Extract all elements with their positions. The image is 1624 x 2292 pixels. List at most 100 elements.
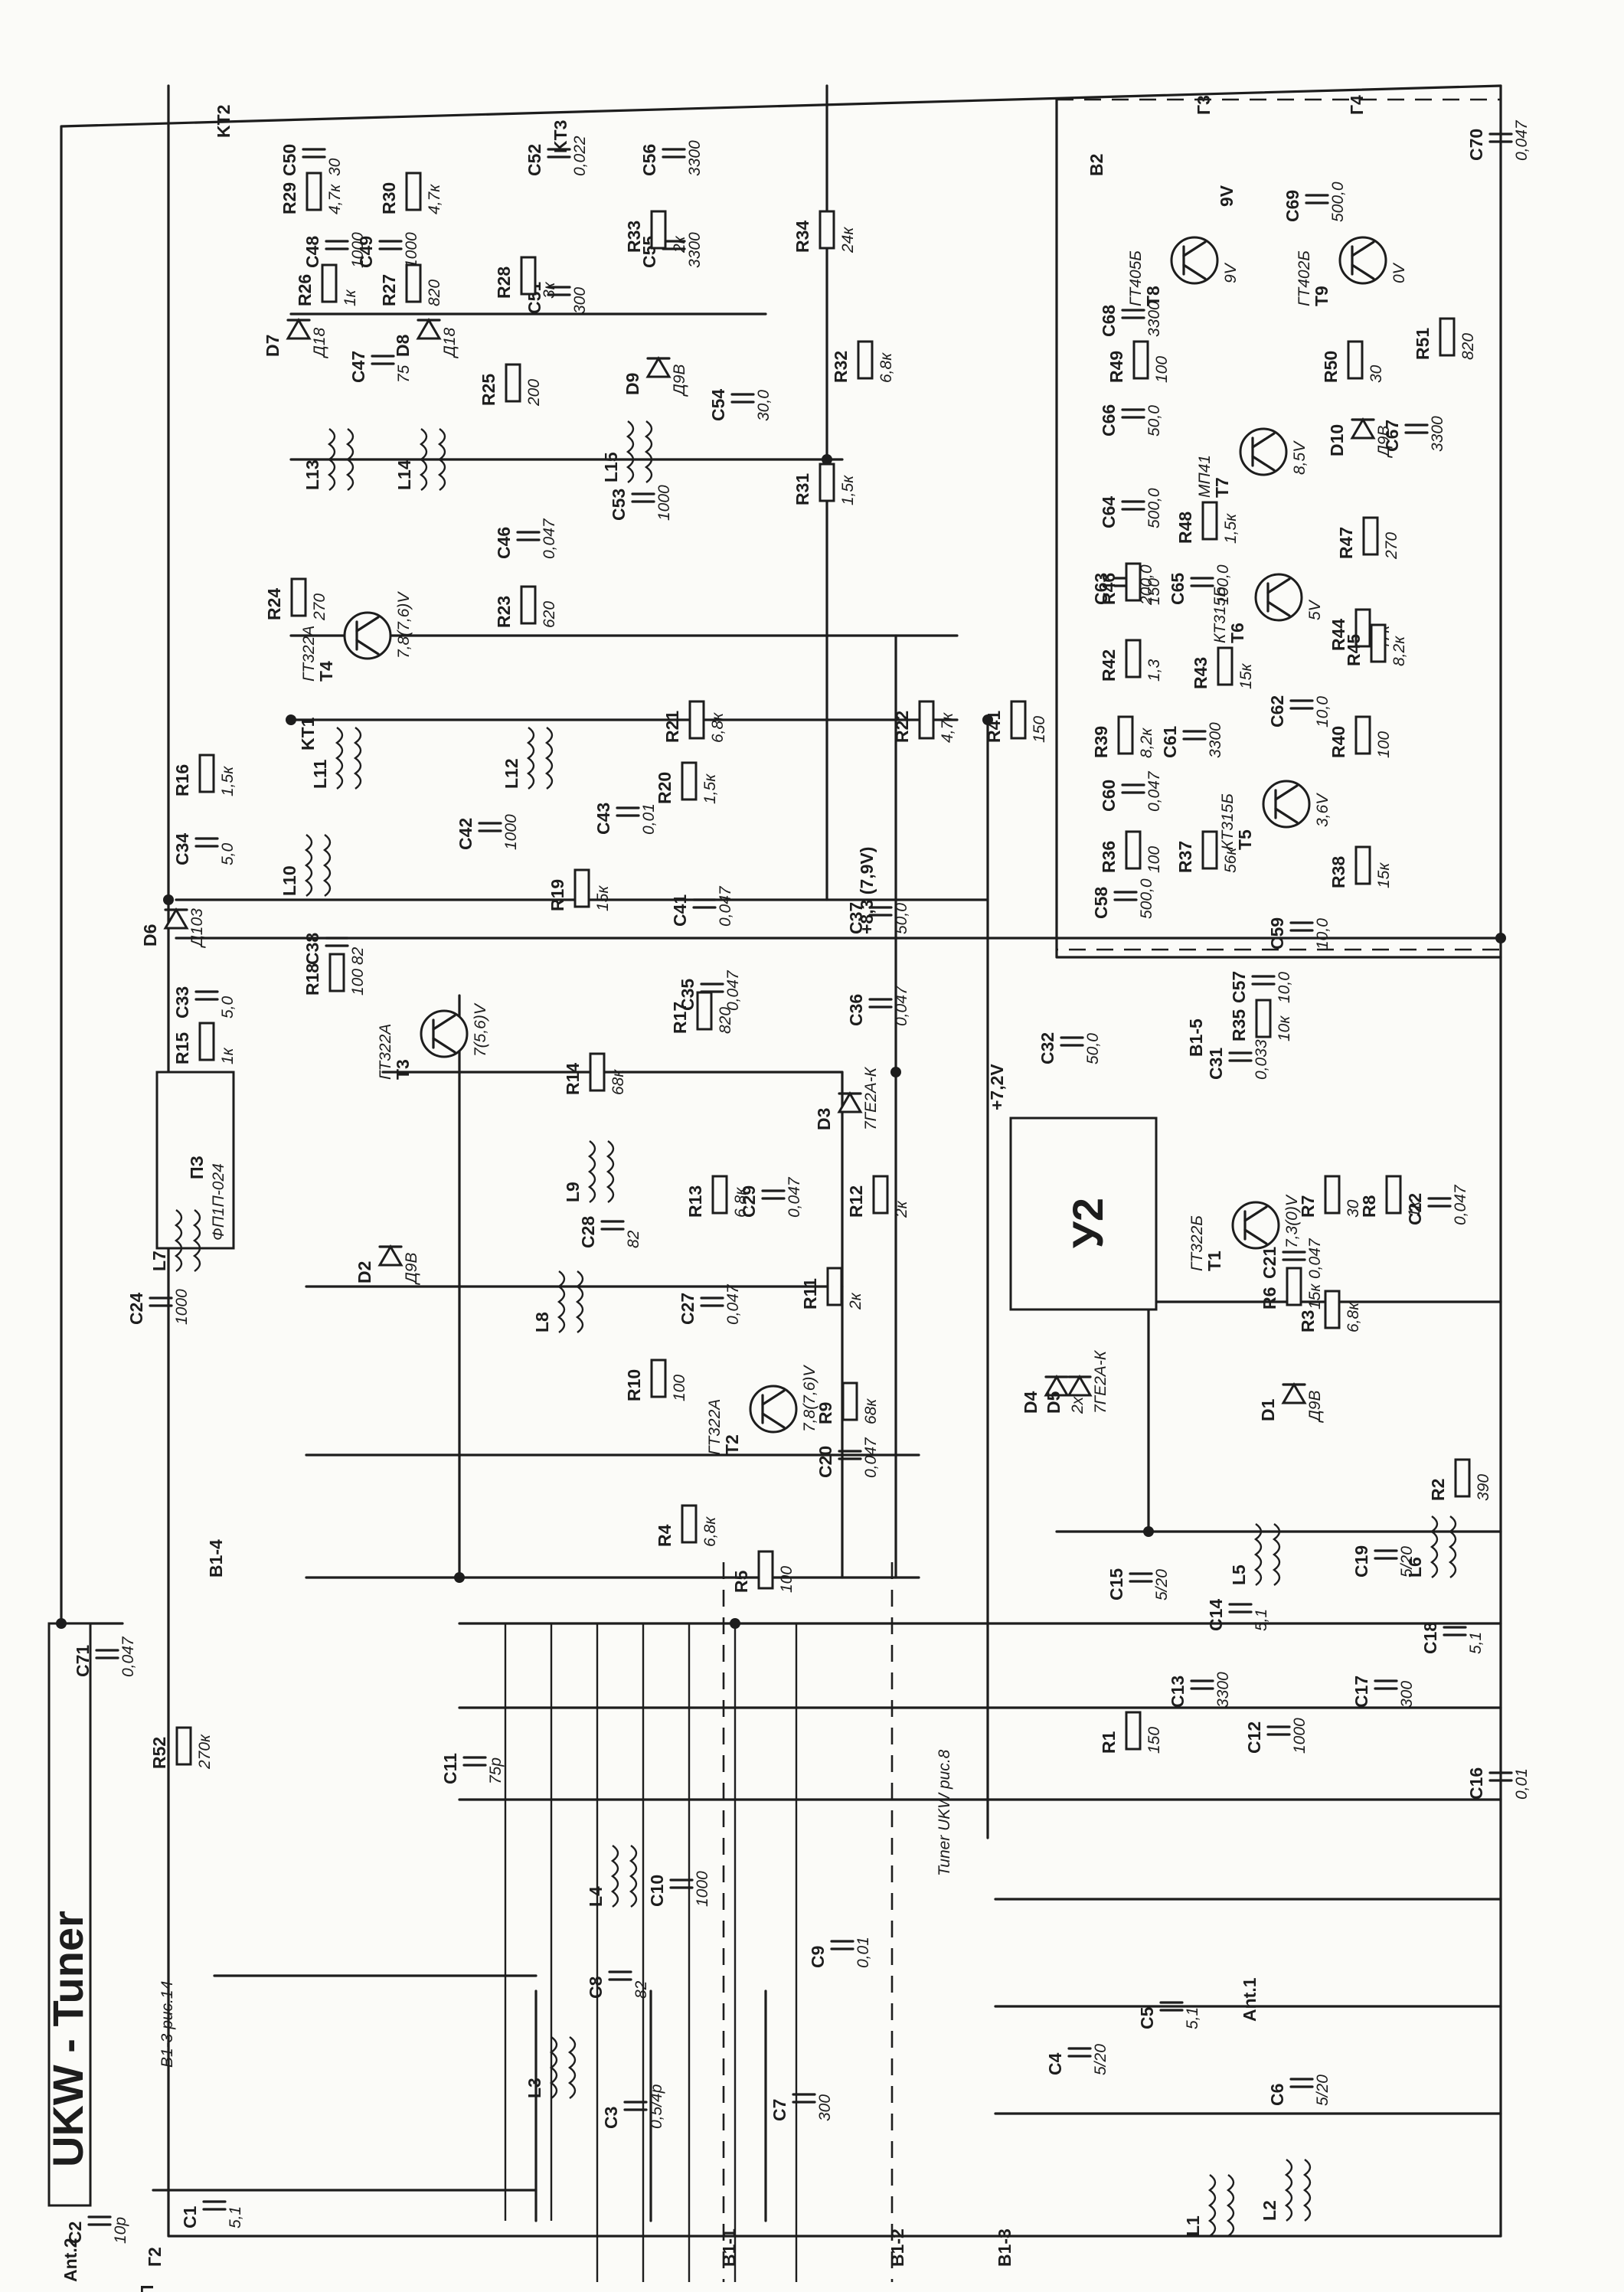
component-value: 4,7к: [326, 184, 344, 214]
component-ref: R51: [1413, 328, 1433, 360]
component-value: 0,047: [119, 1636, 137, 1677]
component-value: 6,8к: [732, 1187, 750, 1218]
component-ref: R28: [494, 266, 514, 299]
component-value: 50,0: [1084, 1033, 1102, 1064]
component-value: 1,5к: [219, 766, 237, 796]
component-ref: C1: [180, 2205, 200, 2228]
transistor-type: МП41: [1196, 455, 1214, 498]
component-value: 0,01: [1513, 1768, 1531, 1800]
diode-ref: D10: [1327, 424, 1347, 456]
component-ref: C61: [1160, 726, 1180, 758]
transistor-type: ГТ322А: [300, 626, 318, 682]
inductor-ref: L14: [394, 459, 414, 490]
transistor-type: КТ315Б: [1219, 793, 1237, 850]
component-value: 5/20: [1398, 1546, 1416, 1578]
diode-type: Д18: [311, 328, 328, 358]
component-ref: R52: [149, 1737, 169, 1769]
inductor: L4: [586, 1845, 638, 1908]
component-value: 30: [1345, 1199, 1362, 1218]
component-value: 150: [1145, 1727, 1163, 1754]
dashed-enclosures: [722, 98, 1502, 2282]
component-ref: C32: [1037, 1032, 1057, 1064]
component-ref: C13: [1168, 1676, 1188, 1708]
component-ref: C33: [172, 986, 192, 1018]
transistor-type: ГТ322А: [706, 1399, 724, 1455]
component-value: 1,5к: [1222, 513, 1240, 544]
component-value: 100: [778, 1566, 796, 1593]
diode-ref: D6: [140, 924, 160, 947]
component-value: 1,3: [1145, 659, 1163, 682]
component-value: 15к: [1306, 1283, 1324, 1309]
component-value: 5,1: [1467, 1632, 1485, 1654]
component-value: 82: [632, 1980, 650, 1999]
inductor: L15: [601, 420, 653, 483]
component-ref: R25: [479, 374, 498, 406]
component-ref: C10: [647, 1875, 667, 1907]
component-value: 500,0: [1145, 488, 1163, 528]
component-value: 2к: [893, 1200, 910, 1218]
switch-b1-2: B1-2: [887, 2228, 907, 2267]
component-ref: R21: [662, 711, 682, 743]
component-ref: C14: [1206, 1599, 1226, 1631]
diode-ref: D4: [1021, 1391, 1041, 1414]
tuner-title: UKW - Tuner: [44, 1911, 92, 2167]
transistor-voltage: 8,5V: [1291, 440, 1309, 475]
component-value: 820: [717, 1007, 734, 1034]
component-ref: R36: [1099, 841, 1119, 873]
component-ref: R43: [1191, 657, 1211, 689]
component-ref: R45: [1344, 634, 1364, 666]
component-ref: R12: [846, 1185, 866, 1218]
inductor-ref: L8: [532, 1312, 552, 1332]
component-value: 0,047: [893, 985, 910, 1026]
diode-ref: D5: [1044, 1391, 1064, 1414]
component-ref: R9: [815, 1402, 835, 1424]
component-ref: R17: [670, 1002, 690, 1034]
component-ref: C3: [601, 2107, 621, 2129]
component-ref: C43: [593, 803, 613, 835]
component-value: 300: [571, 287, 589, 314]
component-value: 6,8к: [877, 352, 895, 383]
component-ref: C67: [1382, 420, 1402, 452]
component-value: 270: [1383, 532, 1400, 560]
switch-b1-1: B1-1: [719, 2228, 739, 2267]
component-ref: R19: [547, 879, 567, 911]
rail-8v3: +8,3 (7,9V): [857, 847, 877, 934]
junction-dot: [286, 714, 296, 725]
component-ref: C35: [678, 979, 698, 1011]
component-value: 0,047: [1513, 119, 1531, 161]
component-value: 15к: [1375, 862, 1393, 888]
component-value: 100: [1375, 731, 1393, 758]
inductor: L9: [563, 1140, 615, 1203]
component-ref: R30: [379, 182, 399, 214]
component-value: 5/20: [1092, 2044, 1109, 2075]
component-ref: R8: [1359, 1195, 1379, 1218]
component-ref: R46: [1099, 573, 1119, 605]
junction-dot: [56, 1618, 67, 1629]
component-ref: C46: [494, 527, 514, 559]
switch-b1-3-note: B1-3 рис.14: [158, 1981, 176, 2068]
component-ref: C65: [1168, 573, 1188, 605]
component-ref: C63: [1091, 573, 1111, 605]
inductor-ref: L12: [502, 758, 521, 789]
component-value: 3к: [541, 281, 558, 299]
inductor-ref: L9: [563, 1182, 583, 1202]
component-ref: C27: [678, 1293, 698, 1325]
tuner-note: Tuner UKW рис.8: [936, 1749, 953, 1876]
component-value: 0,047: [541, 518, 558, 559]
